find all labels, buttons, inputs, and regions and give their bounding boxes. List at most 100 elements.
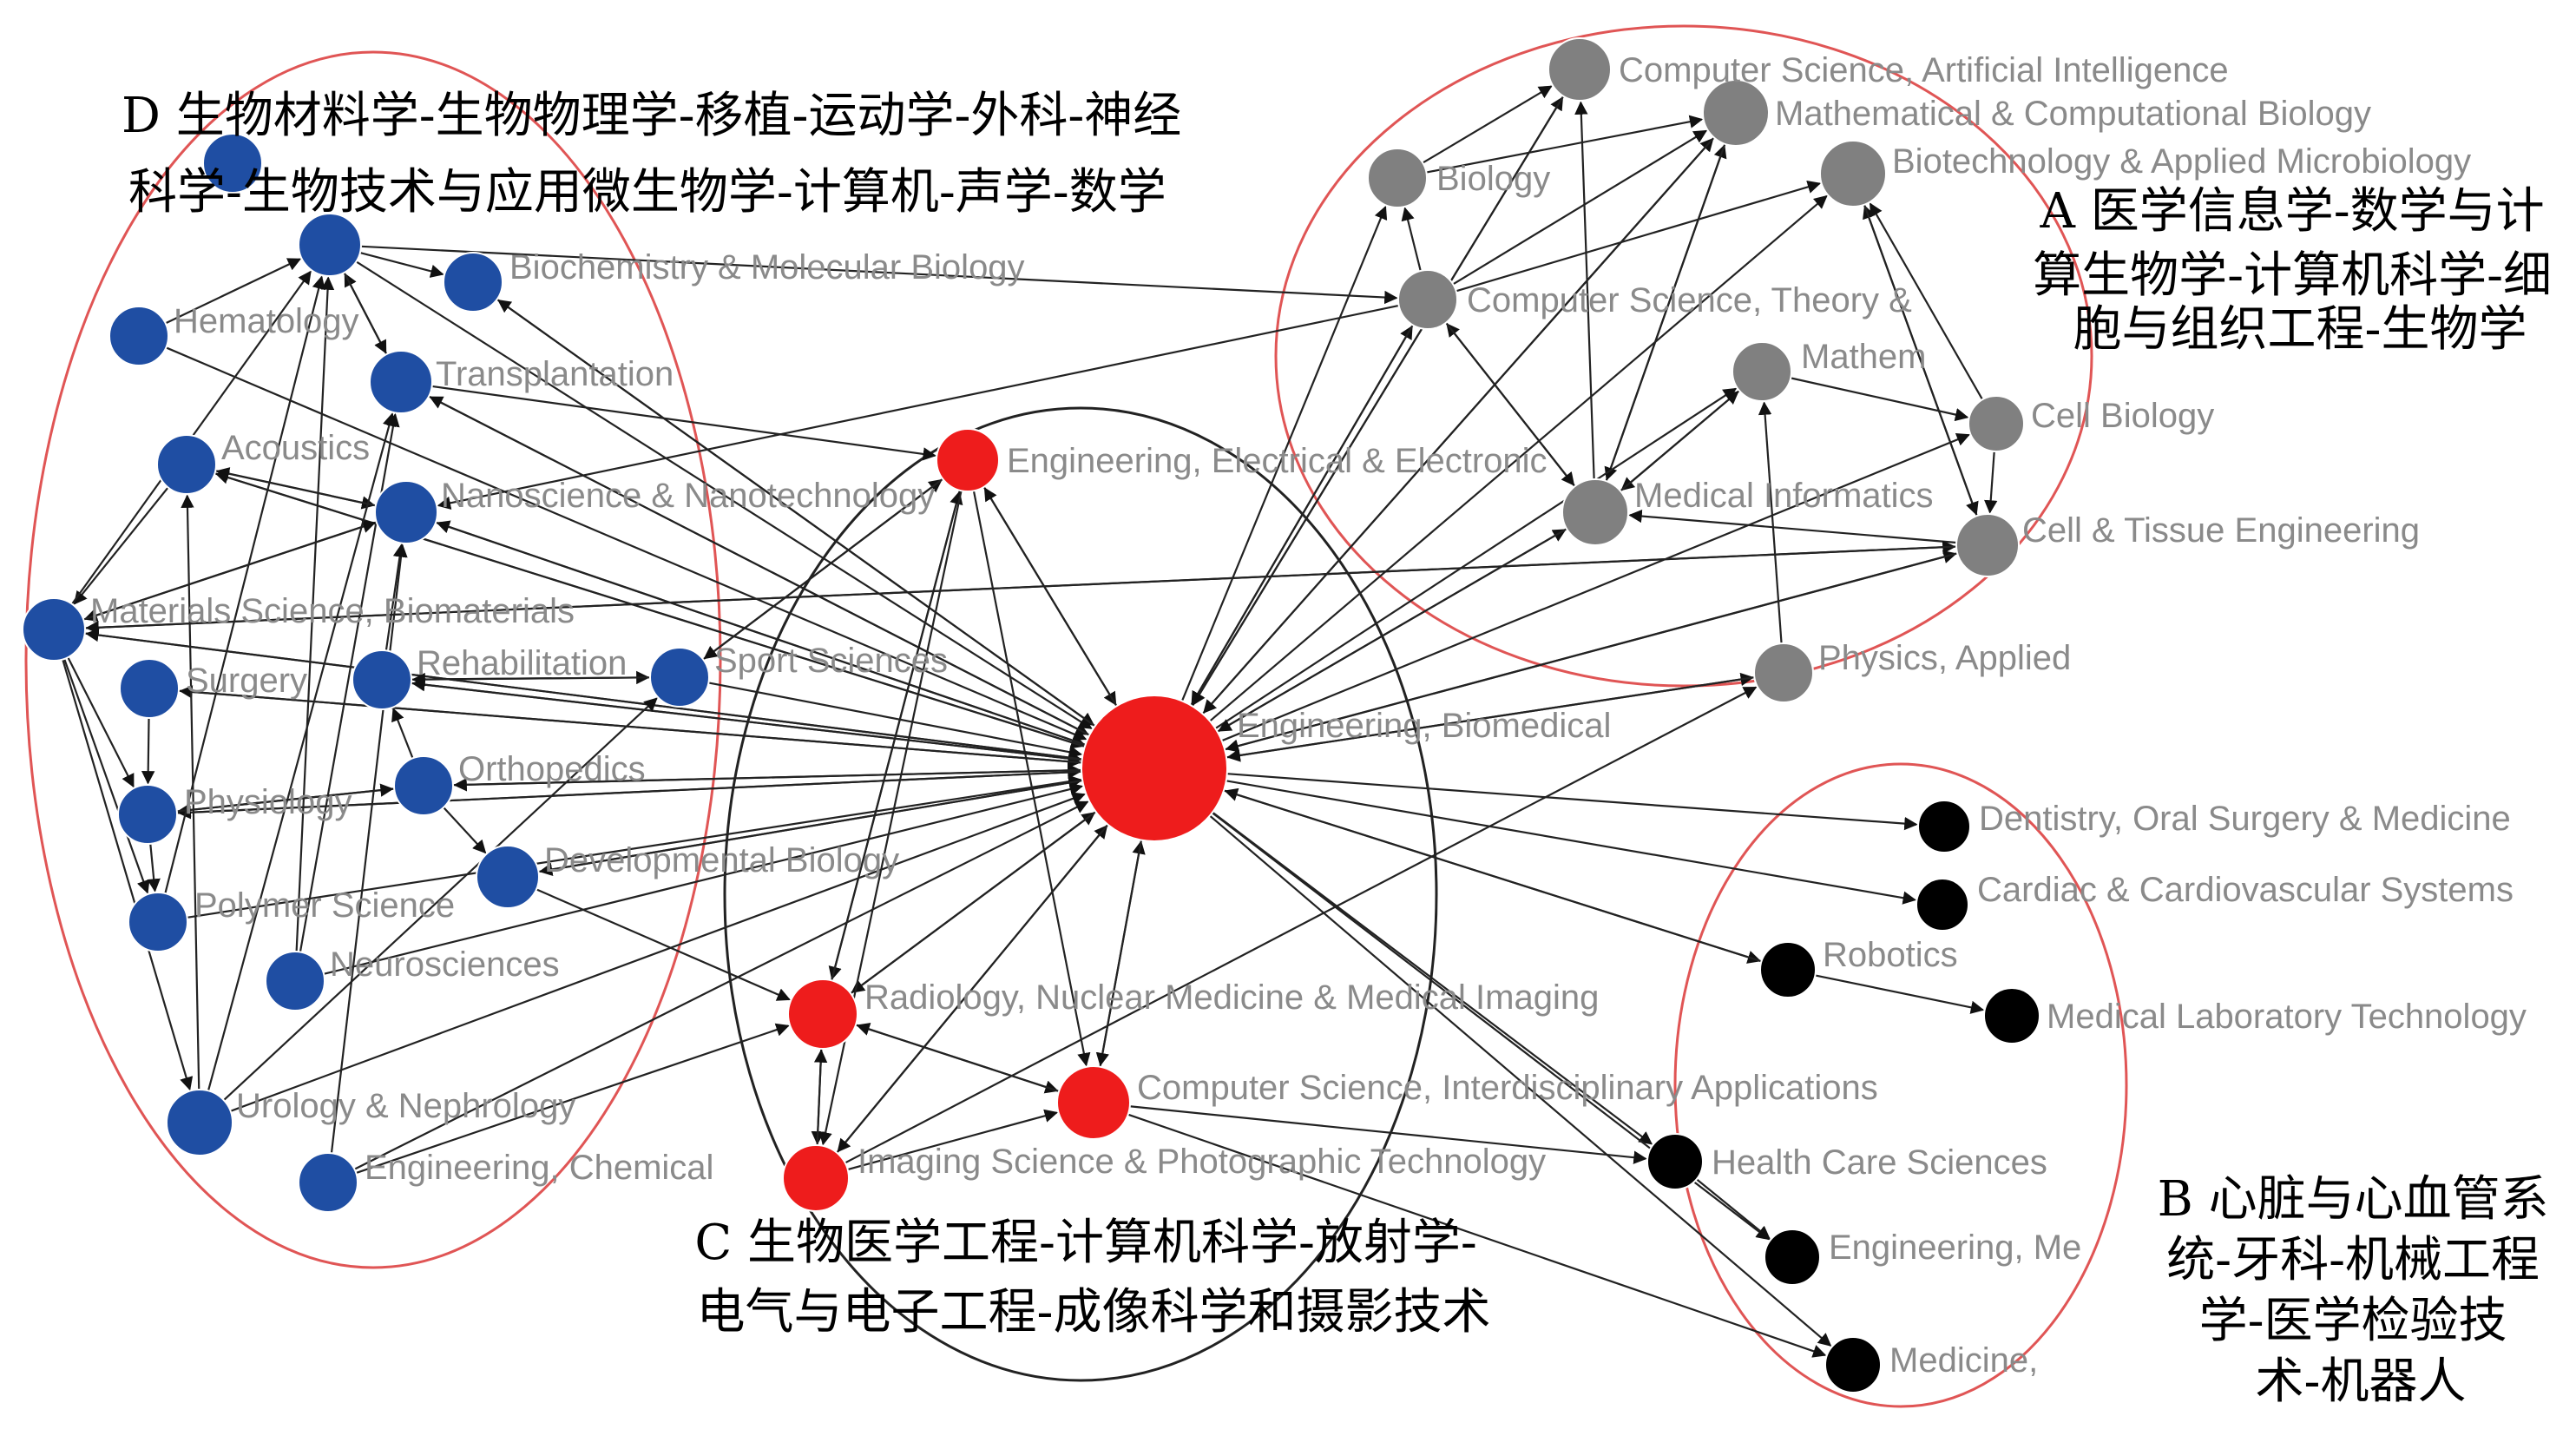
node-label-radio: Radiology, Nuclear Medicine & Medical Im…: [864, 978, 1599, 1017]
node-label-medlab: Medical Laboratory Technology: [2047, 998, 2527, 1036]
node-engme: [1764, 1229, 1821, 1286]
cluster-c-title: C 生物医学工程-计算机科学-放射学- 电气与电子工程-成像科学和摄影技术: [694, 1215, 1492, 1340]
edge-biomed-to-acoust: [214, 471, 1086, 748]
node-biotech: [1819, 140, 1887, 207]
edge-d1-to-cst: [360, 245, 1398, 305]
node-transp: [369, 350, 433, 414]
edge-physio-to-ortho: [176, 783, 394, 813]
edge-rehab-to-nano: [384, 543, 407, 651]
node-label-engme: Engineering, Me: [1829, 1229, 2081, 1267]
edge-biomed-to-rehab: [411, 678, 1082, 761]
edge-urology-to-sport: [223, 697, 658, 1101]
node-surgery: [119, 658, 180, 719]
node-label-csai: Computer Science, Artificial Intelligenc…: [1619, 51, 2229, 89]
node-medinf: [1561, 478, 1629, 546]
edge-nano-to-acoust: [215, 467, 377, 507]
cluster-d-title-line: D 生物材料学-生物物理学-移植-运动学-外科-神经: [122, 88, 1181, 144]
edge-mcb-to-biomed: [1203, 136, 1715, 714]
labels-layer: Computer Science, Artificial Intelligenc…: [90, 51, 2527, 1380]
node-label-neuro: Neurosciences: [330, 945, 560, 984]
edge-biomed-to-dent: [1226, 773, 1918, 831]
node-label-medicine: Medicine,: [1889, 1341, 2038, 1380]
node-label-biotech: Biotechnology & Applied Microbiology: [1892, 142, 2471, 181]
edge-ortho-to-rehab: [391, 708, 414, 759]
node-bio: [1367, 148, 1428, 208]
node-imaging: [782, 1144, 850, 1212]
node-label-urology: Urology & Nephrology: [236, 1087, 575, 1125]
cluster-b-title-line: 术-机器人: [2256, 1354, 2467, 1410]
edge-biomed-to-radio: [851, 811, 1097, 993]
node-acoust: [156, 434, 217, 495]
edge-biomed-to-devbio: [538, 779, 1083, 877]
edge-urology-to-biomed: [230, 792, 1086, 1112]
node-label-transp: Transplantation: [436, 355, 674, 393]
edge-biomed-to-medicine: [1209, 814, 1832, 1347]
node-label-physio: Physiology: [184, 783, 352, 821]
edge-biomed-to-physio: [177, 770, 1082, 820]
node-polymer: [128, 892, 188, 952]
edge-imaging-to-radio: [813, 1049, 828, 1146]
edge-robotics-to-medlab: [1815, 974, 1985, 1014]
node-label-nano: Nanoscience & Nanotechnology: [441, 477, 935, 515]
edge-biomed-to-cell: [1221, 433, 1970, 742]
edge-engchem-to-radio: [355, 1023, 790, 1175]
edge-robotics-to-biomed: [1224, 787, 1762, 963]
edge-math-to-cell: [1790, 377, 1969, 422]
edge-sport-to-biomed: [708, 682, 1083, 759]
edge-biomed-to-biochem: [497, 300, 1096, 728]
edge-cst-to-bio: [1401, 207, 1422, 272]
edge-tissue-to-matsci: [85, 545, 1957, 635]
node-cell: [1968, 395, 2025, 452]
edge-cst-to-biomed: [1191, 324, 1414, 706]
cluster-d-title: D 生物材料学-生物物理学-移植-运动学-外科-神经 科学-生物技术与应用微生物…: [122, 88, 1197, 221]
node-label-biochem: Biochemistry & Molecular Biology: [509, 248, 1025, 287]
edge-biomed-to-cardiac: [1226, 780, 1916, 905]
node-label-dent: Dentistry, Oral Surgery & Medicine: [1979, 800, 2511, 838]
node-label-robotics: Robotics: [1823, 936, 1958, 974]
node-label-polymer: Polymer Science: [194, 886, 455, 925]
node-tissue: [1955, 513, 2020, 577]
node-label-medinf: Medical Informatics: [1634, 477, 1934, 515]
node-math: [1732, 341, 1792, 402]
node-cst: [1397, 269, 1458, 330]
node-csai: [1548, 37, 1612, 102]
node-label-math: Mathem: [1801, 338, 1927, 376]
nodes-layer: [22, 37, 2040, 1393]
cluster-c-title-line: 电气与电子工程-成像科学和摄影技术: [697, 1284, 1491, 1340]
node-label-physapp: Physics, Applied: [1818, 639, 2071, 677]
edge-d1-to-transp: [343, 272, 387, 354]
edge-biomed-to-biotech: [1209, 194, 1828, 722]
edge-neuro-to-biomed: [323, 782, 1084, 975]
node-nano: [374, 480, 438, 544]
edge-health-to-engme: [1696, 1178, 1771, 1240]
edge-medinf-to-biomed: [1218, 528, 1567, 732]
edge-biomed-to-imaging: [837, 824, 1109, 1153]
node-ortho: [393, 755, 454, 816]
node-radio: [787, 978, 858, 1050]
node-biomed: [1081, 695, 1228, 842]
cluster-a-title-line: 胞与组织工程-生物学: [2073, 301, 2527, 358]
edge-eee-to-csia: [972, 491, 1091, 1067]
node-label-ortho: Orthopedics: [458, 750, 646, 788]
edge-d1-to-biomed: [355, 260, 1093, 729]
node-medlab: [1983, 987, 2040, 1044]
cluster-a-ellipse: [1274, 24, 2093, 688]
node-devbio: [476, 845, 540, 909]
edge-cst-to-medinf: [1445, 322, 1575, 486]
cluster-c-ellipse: [723, 406, 1438, 1382]
node-eee: [936, 428, 1000, 492]
node-label-eee: Engineering, Electrical & Electronic: [1007, 442, 1548, 480]
edge-imaging-to-physapp: [844, 686, 1758, 1164]
edge-biomed-to-nano: [436, 520, 1086, 746]
edge-medinf-to-csai: [1574, 101, 1595, 480]
node-cardiac: [1916, 878, 1969, 932]
edge-cell-to-tissue: [1984, 451, 1998, 514]
edge-matsci-to-urology: [62, 659, 194, 1091]
node-label-matsci: Materials Science, Biomaterials: [90, 592, 575, 630]
edge-biotech-to-tissue: [1863, 204, 1979, 516]
edge-eee-to-sport: [703, 478, 943, 660]
edge-acoust-to-matsci: [73, 486, 169, 605]
edge-cell-to-biotech: [1869, 202, 1984, 400]
node-label-devbio: Developmental Biology: [544, 841, 899, 879]
